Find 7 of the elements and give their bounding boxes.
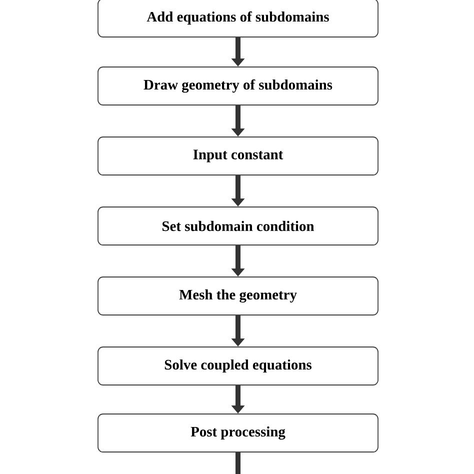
process-box: Set subdomain condition	[98, 206, 378, 246]
process-box: Input constant	[98, 136, 378, 176]
process-box: Solve coupled equations	[98, 346, 378, 386]
process-box: Post processing	[98, 414, 378, 452]
process-box: Add equations of subdomains	[98, 0, 378, 38]
process-box: Draw geometry of subdomains	[98, 66, 378, 106]
process-box: Mesh the geometry	[98, 276, 378, 316]
